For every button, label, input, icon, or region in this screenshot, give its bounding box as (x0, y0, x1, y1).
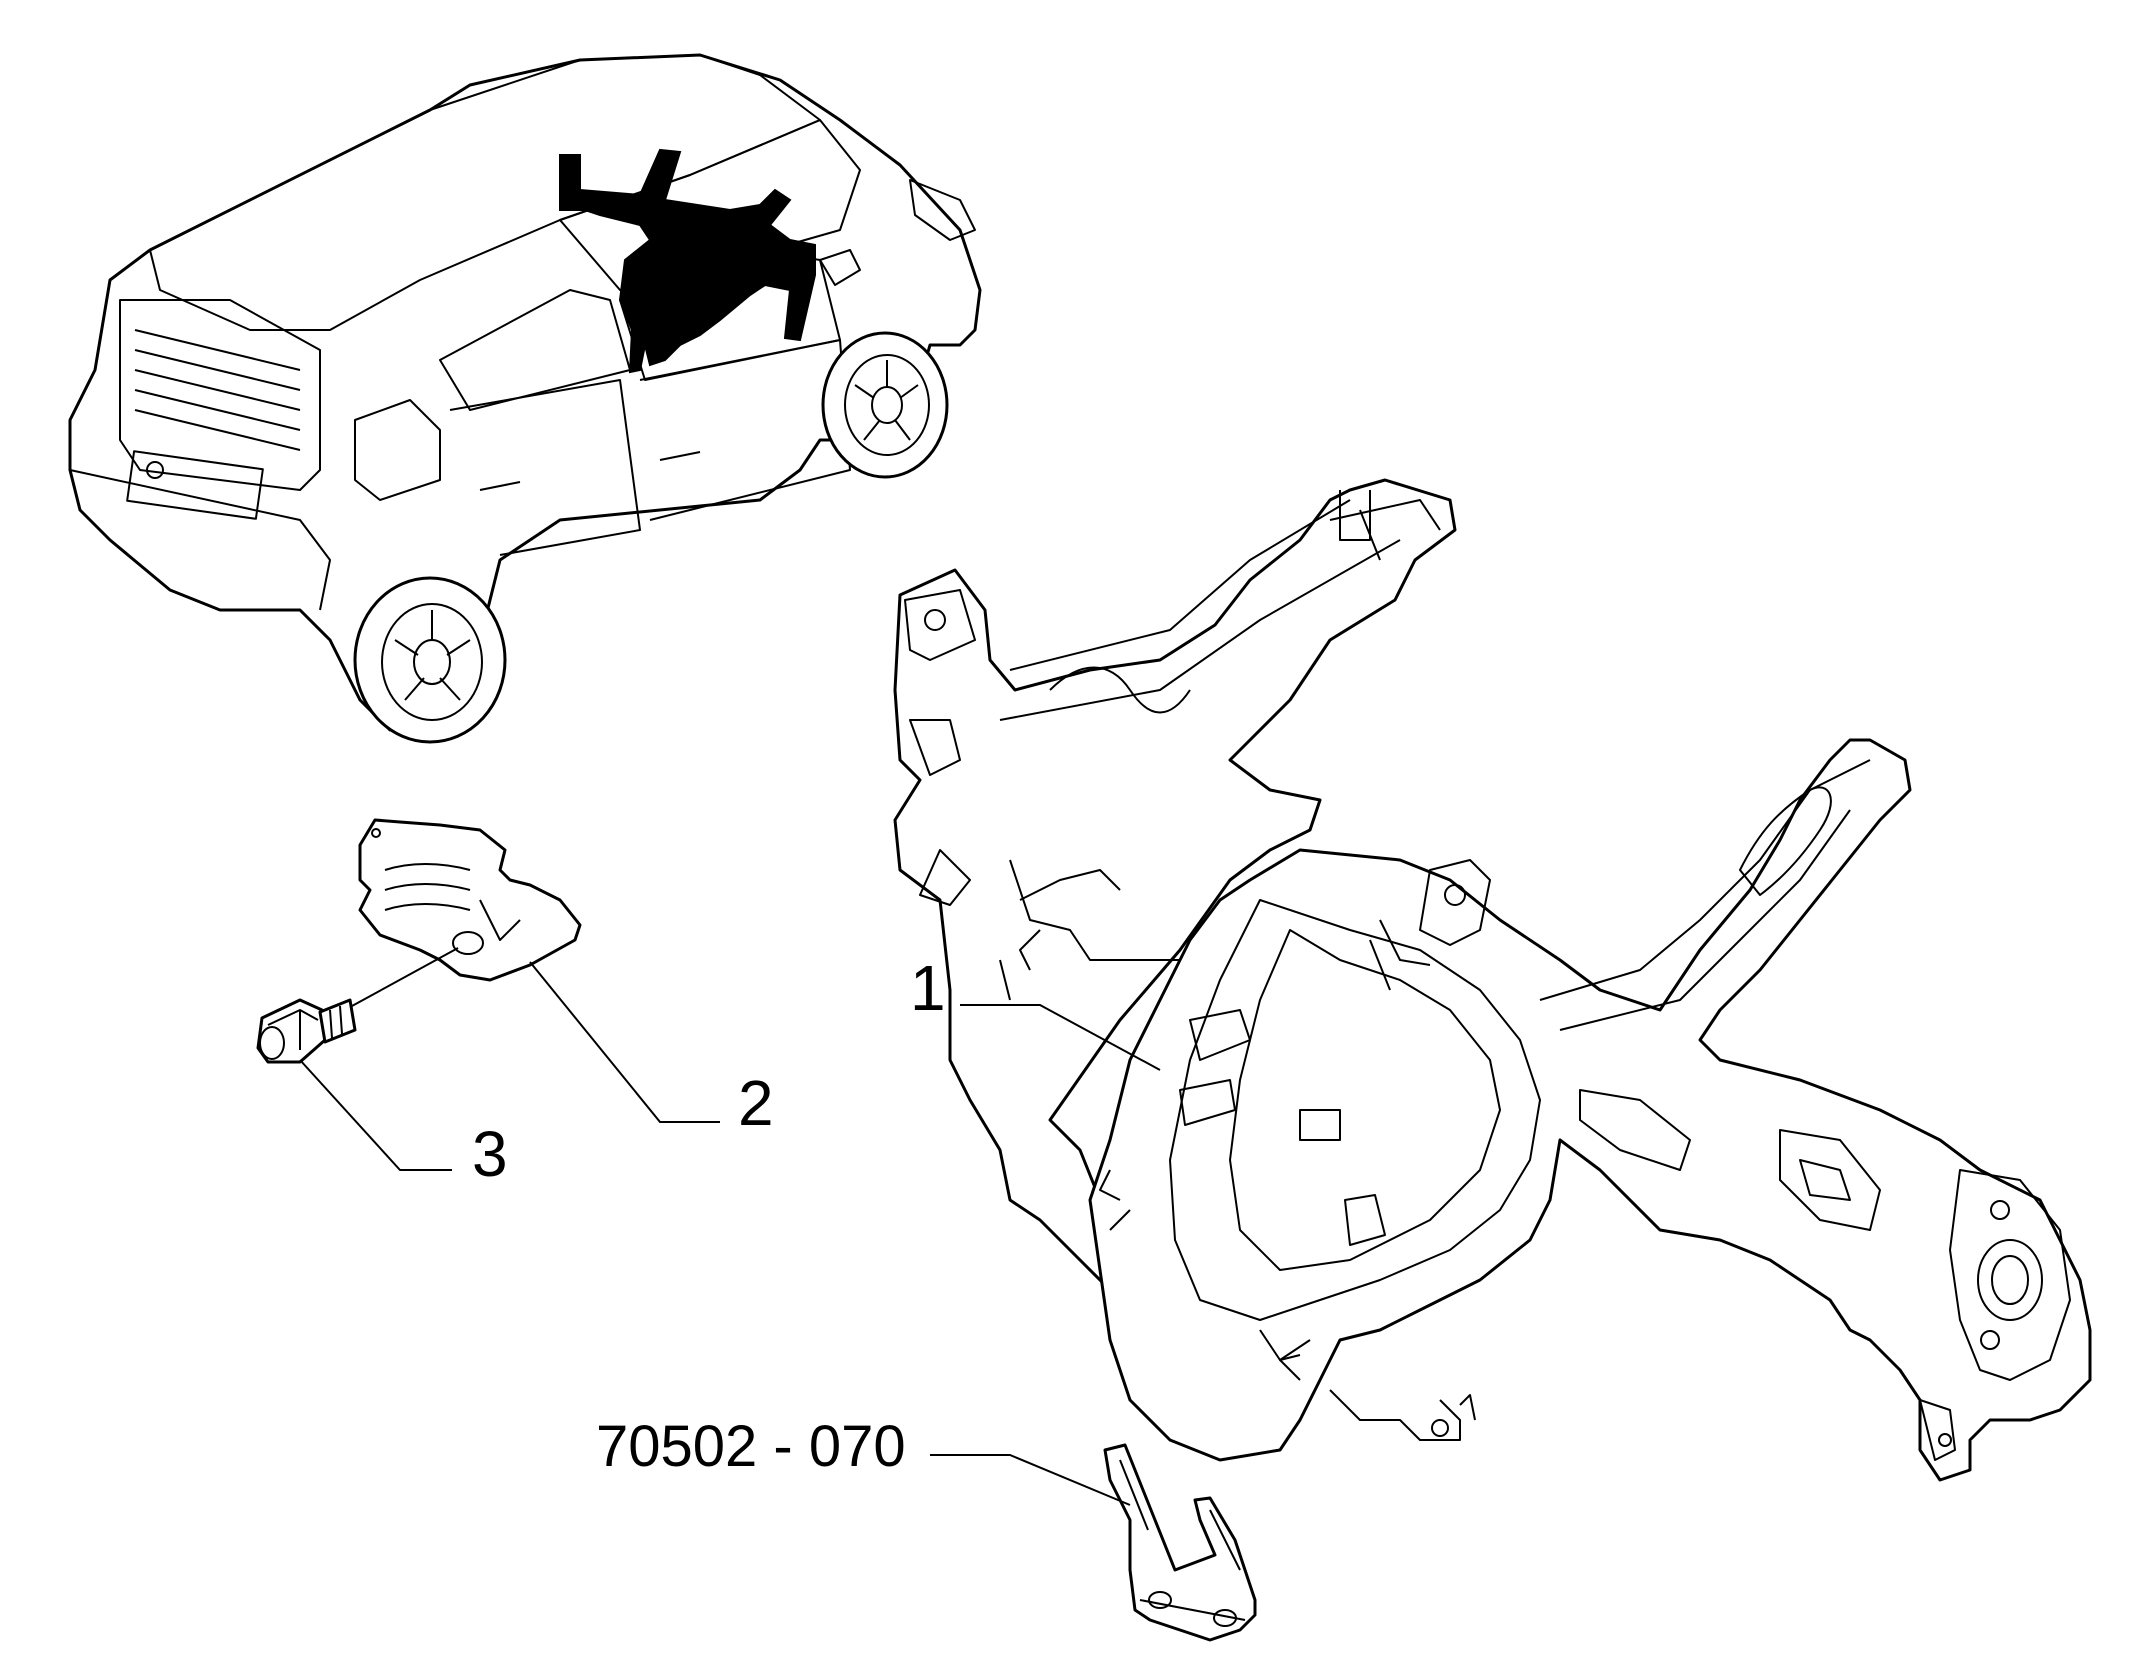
callout-leaders (299, 961, 1161, 1506)
callout-3-label: 3 (472, 1118, 508, 1190)
car-icon (68, 53, 982, 744)
crossmember-location-highlight (559, 148, 816, 374)
reference-code-label: 70502 - 070 (596, 1414, 906, 1479)
shield-plate-icon (358, 818, 582, 982)
callout-1-label: 1 (910, 952, 946, 1024)
bracket-icon (1103, 1443, 1257, 1642)
callout-2-label: 2 (738, 1067, 774, 1139)
bolt-icon (256, 947, 459, 1064)
crossmember-icon (893, 478, 2092, 1482)
